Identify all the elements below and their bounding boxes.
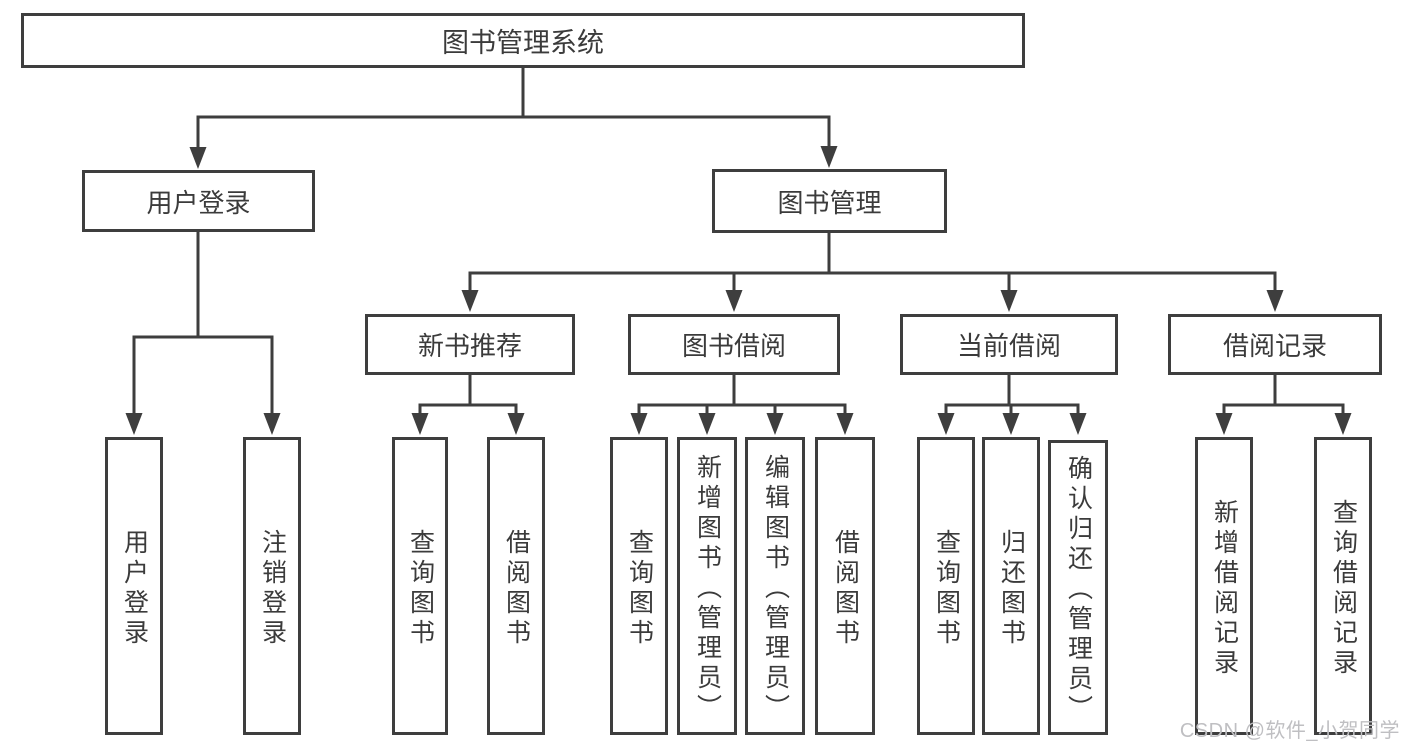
leaf-label: 查询图书 [625, 528, 654, 649]
leaf-label: 查询图书 [932, 528, 961, 649]
leaf-label: 编辑图书（管理员） [761, 453, 790, 724]
leaf-label: 注销登录 [258, 528, 287, 649]
leaf-add-book-admin: 新增图书（管理员） [677, 437, 737, 735]
leaf-label: 查询图书 [406, 528, 435, 649]
leaf-logout-login: 注销登录 [243, 437, 301, 735]
node-book-management: 图书管理 [712, 169, 947, 233]
leaf-label: 归还图书 [997, 528, 1026, 649]
leaf-query-borrow-record: 查询借阅记录 [1314, 437, 1372, 735]
leaf-query-books-borrowing: 查询图书 [610, 437, 668, 735]
leaf-return-books: 归还图书 [982, 437, 1040, 735]
csdn-watermark: CSDN @软件_小贺同学 [1179, 720, 1400, 742]
leaf-label: 用户登录 [120, 528, 149, 649]
leaf-edit-book-admin: 编辑图书（管理员） [745, 437, 805, 735]
leaf-query-books-recommend: 查询图书 [392, 437, 448, 735]
leaf-label: 借阅图书 [831, 528, 860, 649]
node-book-borrowing: 图书借阅 [628, 314, 840, 375]
leaf-add-borrow-record: 新增借阅记录 [1195, 437, 1253, 735]
node-new-book-recommendation: 新书推荐 [365, 314, 575, 375]
node-library-management-system: 图书管理系统 [21, 13, 1025, 68]
node-user-login: 用户登录 [82, 170, 315, 232]
leaf-label: 查询借阅记录 [1329, 498, 1358, 679]
leaf-borrow-books-recommend: 借阅图书 [487, 437, 545, 735]
leaf-label: 借阅图书 [502, 528, 531, 649]
leaf-label: 新增借阅记录 [1210, 498, 1239, 679]
leaf-label: 确认归还（管理员） [1064, 455, 1093, 725]
node-current-borrowing: 当前借阅 [900, 314, 1118, 375]
leaf-query-books-current: 查询图书 [917, 437, 975, 735]
leaf-borrow-books-borrowing: 借阅图书 [815, 437, 875, 735]
leaf-label: 新增图书（管理员） [693, 453, 722, 724]
node-borrowing-records: 借阅记录 [1168, 314, 1382, 375]
leaf-confirm-return-admin: 确认归还（管理员） [1048, 440, 1108, 735]
leaf-user-login: 用户登录 [105, 437, 163, 735]
